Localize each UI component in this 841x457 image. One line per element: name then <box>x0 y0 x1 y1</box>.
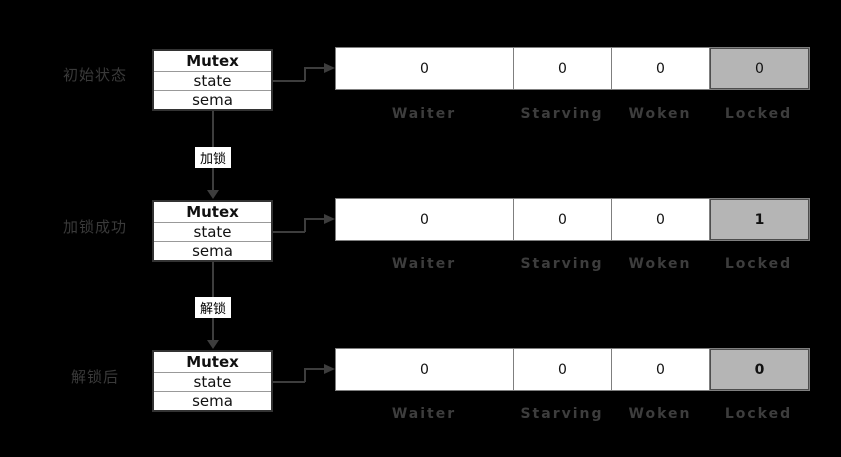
bitfield-row: 0 0 0 1 <box>335 198 810 241</box>
bit-cell-locked: 0 <box>710 48 809 89</box>
bit-label-starving: Starving <box>520 106 604 122</box>
bit-cell-starving: 0 <box>514 199 612 240</box>
bit-cell-locked: 1 <box>710 199 809 240</box>
arrowhead-down-icon <box>207 190 219 199</box>
bit-cell-locked: 0 <box>710 349 809 390</box>
row-label-locked: 加锁成功 <box>62 218 127 236</box>
arrowhead-right-icon <box>324 214 335 224</box>
bit-label-locked: Locked <box>724 106 793 122</box>
bit-label-woken: Woken <box>628 256 692 272</box>
mutex-field-state: state <box>154 71 271 90</box>
bitfield-labels: Waiter Starving Woken Locked <box>335 256 810 272</box>
mutex-field-sema: sema <box>154 90 271 109</box>
connector-line <box>304 68 306 81</box>
bit-cell-waiter: 0 <box>336 349 514 390</box>
mutex-struct-box: Mutex state sema <box>152 200 273 262</box>
bit-label-locked: Locked <box>724 406 793 422</box>
mutex-struct-box: Mutex state sema <box>152 350 273 412</box>
bit-label-woken: Woken <box>628 406 692 422</box>
connector-line <box>304 67 324 69</box>
bit-cell-waiter: 0 <box>336 199 514 240</box>
connector-line <box>273 231 305 233</box>
bit-cell-waiter: 0 <box>336 48 514 89</box>
bit-cell-woken: 0 <box>612 48 710 89</box>
arrowhead-right-icon <box>324 364 335 374</box>
bit-label-starving: Starving <box>520 406 604 422</box>
mutex-field-state: state <box>154 372 271 391</box>
bit-label-waiter: Waiter <box>391 106 457 122</box>
mutex-field-sema: sema <box>154 391 271 410</box>
arrowhead-right-icon <box>324 63 335 73</box>
transition-label-unlock: 解锁 <box>195 297 231 318</box>
mutex-field-sema: sema <box>154 241 271 260</box>
bit-label-starving: Starving <box>520 256 604 272</box>
connector-line <box>273 381 305 383</box>
bit-cell-woken: 0 <box>612 349 710 390</box>
connector-line <box>304 218 324 220</box>
bitfield-labels: Waiter Starving Woken Locked <box>335 106 810 122</box>
arrowhead-down-icon <box>207 340 219 349</box>
row-label-unlocked: 解锁后 <box>70 368 119 386</box>
connector-line <box>273 80 305 82</box>
bit-label-locked: Locked <box>724 256 793 272</box>
mutex-struct-box: Mutex state sema <box>152 49 273 111</box>
row-label-initial: 初始状态 <box>62 66 127 84</box>
bit-cell-starving: 0 <box>514 349 612 390</box>
mutex-field-state: state <box>154 222 271 241</box>
connector-line <box>304 369 306 382</box>
bitfield-row: 0 0 0 0 <box>335 348 810 391</box>
mutex-struct-title: Mutex <box>186 52 239 70</box>
mutex-struct-title: Mutex <box>186 203 239 221</box>
bitfield-row: 0 0 0 0 <box>335 47 810 90</box>
bit-label-woken: Woken <box>628 106 692 122</box>
connector-line <box>304 219 306 232</box>
connector-line <box>304 368 324 370</box>
bitfield-labels: Waiter Starving Woken Locked <box>335 406 810 422</box>
bit-cell-woken: 0 <box>612 199 710 240</box>
transition-label-lock: 加锁 <box>195 147 231 168</box>
bit-cell-starving: 0 <box>514 48 612 89</box>
mutex-struct-title: Mutex <box>186 353 239 371</box>
bit-label-waiter: Waiter <box>391 406 457 422</box>
bit-label-waiter: Waiter <box>391 256 457 272</box>
